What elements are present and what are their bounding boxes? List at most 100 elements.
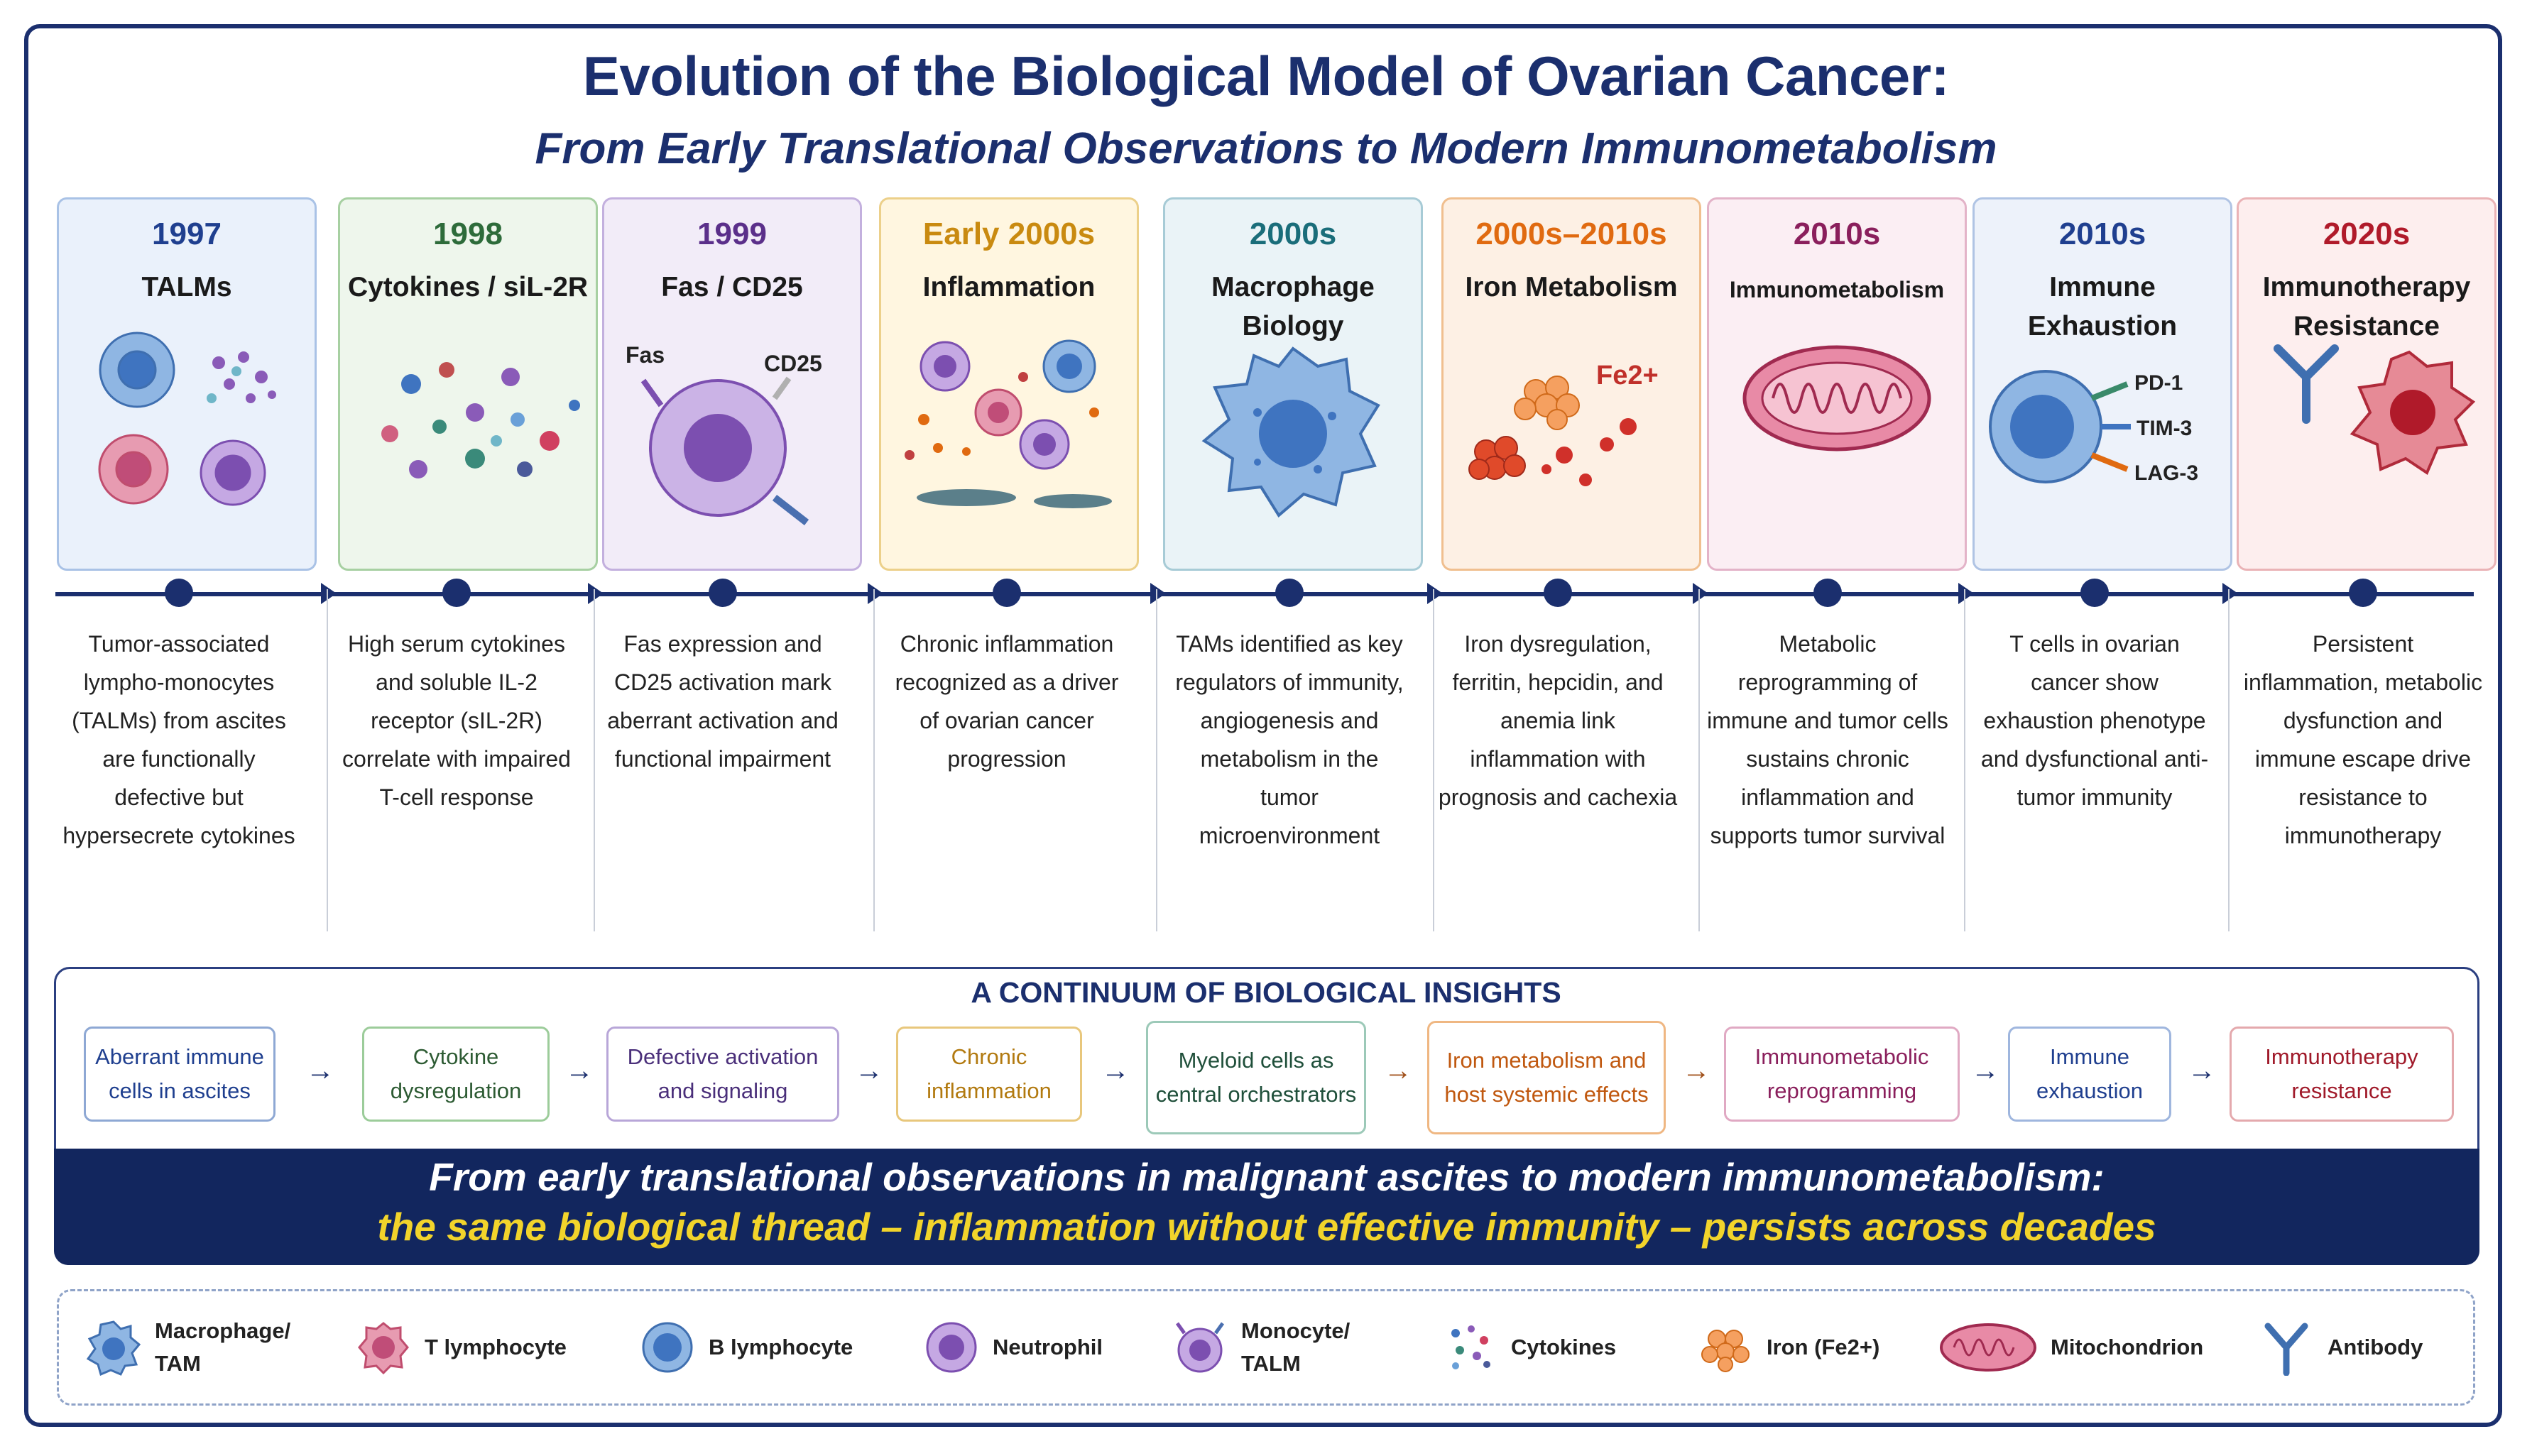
fas-label: Fas bbox=[626, 342, 665, 368]
legend-item: Monocyte/ TALM bbox=[1172, 1315, 1383, 1380]
neutrophil-icon bbox=[926, 1322, 977, 1373]
fas-cd25-cell-icon: Fas CD25 bbox=[626, 342, 822, 525]
mitochondrion-icon bbox=[1742, 345, 1931, 451]
continuum-arrow-icon: → bbox=[1971, 1055, 1999, 1086]
figure-subtitle: From Early Translational Observations to… bbox=[535, 124, 1997, 173]
figure-title: Evolution of the Biological Model of Ova… bbox=[582, 45, 1950, 107]
milestone-topic: Immunometabolism bbox=[1729, 277, 1945, 302]
timeline-dot bbox=[2349, 579, 2377, 607]
milestone-description: TAMs identified as key regulators of imm… bbox=[1175, 631, 1404, 848]
column-divider bbox=[1964, 589, 1965, 931]
milestone-description: T cells in ovarian cancer show exhaustio… bbox=[1980, 631, 2209, 810]
milestone-year: Early 2000s bbox=[922, 217, 1096, 251]
milestone-year: 2020s bbox=[2323, 217, 2411, 251]
milestone-topic: Macrophage Biology bbox=[1211, 272, 1375, 341]
milestone-description: Fas expression and CD25 activation mark … bbox=[607, 631, 839, 772]
legend-label: Neutrophil bbox=[993, 1335, 1103, 1359]
legend bbox=[57, 1289, 2475, 1406]
continuum-arrow-icon: → bbox=[1384, 1055, 1412, 1086]
milestone-card-early-2000s: Early 2000s Inflammation bbox=[879, 197, 1139, 571]
timeline-arrow-icon bbox=[588, 583, 604, 604]
continuum-step: Immunometabolic reprogramming bbox=[1724, 1027, 1960, 1122]
milestone-card-2010s-exhaustion: 2010s Immune Exhaustion PD-1 TIM-3 LAG-3 bbox=[1972, 197, 2232, 571]
monocyte-icon bbox=[1175, 1322, 1225, 1373]
legend-label: Antibody bbox=[2328, 1335, 2423, 1359]
milestone-description: Chronic inflammation recognized as a dri… bbox=[895, 631, 1119, 772]
continuum-step: Myeloid cells as central orchestrators bbox=[1146, 1021, 1366, 1134]
milestone-description: Tumor-associated lympho-monocytes (TALMs… bbox=[62, 631, 295, 848]
inflammation-cells-icon bbox=[905, 339, 1112, 508]
milestone-topic: Iron Metabolism bbox=[1465, 272, 1678, 302]
timeline-dot bbox=[1275, 579, 1304, 607]
legend-label: B lymphocyte bbox=[709, 1335, 853, 1359]
fe-label: Fe2+ bbox=[1596, 361, 1659, 390]
continuum-arrow-icon: → bbox=[2188, 1055, 2216, 1086]
continuum-step: Immunotherapy resistance bbox=[2230, 1027, 2454, 1122]
iron-icon: Fe2+ bbox=[1468, 361, 1659, 486]
milestone-card-2020s: 2020s Immunotherapy Resistance bbox=[2237, 197, 2496, 571]
column-divider bbox=[327, 589, 328, 931]
milestone-card-2000s-2010s: 2000s–2010s Iron Metabolism Fe2+ bbox=[1441, 197, 1701, 571]
legend-item: Macrophage/ TAM bbox=[85, 1315, 297, 1380]
timeline-arrow-icon bbox=[1958, 583, 1974, 604]
legend-item: Antibody bbox=[2258, 1315, 2423, 1380]
macrophage-icon bbox=[86, 1320, 141, 1376]
column-divider bbox=[594, 589, 595, 931]
milestone-card-1997: 1997 TALMs bbox=[57, 197, 317, 571]
exhausted-t-cell-icon: PD-1 TIM-3 LAG-3 bbox=[1989, 370, 2198, 485]
macrophage-icon bbox=[1201, 346, 1380, 518]
legend-item: Neutrophil bbox=[923, 1315, 1103, 1380]
timeline-arrow-icon bbox=[321, 583, 337, 604]
milestone-card-1998: 1998 Cytokines / siL-2R bbox=[338, 197, 598, 571]
milestone-year: 2010s bbox=[1793, 217, 1881, 251]
legend-item: T lymphocyte bbox=[355, 1315, 567, 1380]
timeline-dot bbox=[1544, 579, 1572, 607]
continuum-title: A CONTINUUM OF BIOLOGICAL INSIGHTS bbox=[971, 976, 1561, 1009]
milestone-topic: Inflammation bbox=[922, 272, 1096, 302]
milestone-year: 1998 bbox=[433, 217, 503, 251]
milestone-topic: TALMs bbox=[141, 272, 232, 302]
milestone-topic: Cytokines / siL-2R bbox=[347, 272, 589, 302]
pd1-label: PD-1 bbox=[2134, 371, 2183, 395]
iron-icon bbox=[1701, 1330, 1750, 1372]
column-divider bbox=[1156, 589, 1157, 931]
timeline-arrow-icon bbox=[868, 583, 883, 604]
milestone-card-2000s: 2000s Macrophage Biology bbox=[1163, 197, 1423, 571]
milestone-description: Metabolic reprogramming of immune and tu… bbox=[1707, 631, 1948, 848]
talm-cells-icon bbox=[98, 332, 276, 506]
timeline-axis bbox=[55, 592, 2474, 596]
milestone-year: 1997 bbox=[152, 217, 222, 251]
legend-label: Mitochondrion bbox=[2051, 1335, 2204, 1359]
milestone-description: Iron dysregulation, ferritin, hepcidin, … bbox=[1438, 631, 1678, 810]
milestone-description: High serum cytokines and soluble IL-2 re… bbox=[342, 631, 571, 810]
continuum-step: Cytokine dysregulation bbox=[362, 1027, 550, 1122]
mitochondrion-icon bbox=[1940, 1323, 2036, 1372]
milestone-card-1999: 1999 Fas / CD25 Fas CD25 bbox=[602, 197, 862, 571]
legend-label: Macrophage/ TAM bbox=[155, 1318, 291, 1376]
continuum-step: Chronic inflammation bbox=[896, 1027, 1082, 1122]
continuum-arrow-icon: → bbox=[1101, 1055, 1130, 1086]
milestone-description: Persistent inflammation, metabolic dysfu… bbox=[2243, 631, 2483, 848]
cytokines-icon bbox=[381, 362, 580, 478]
legend-label: Cytokines bbox=[1511, 1335, 1617, 1359]
milestone-topic: Immunotherapy Resistance bbox=[2262, 272, 2471, 341]
continuum-arrow-icon: → bbox=[1682, 1055, 1710, 1086]
legend-item: Iron (Fe2+) bbox=[1697, 1315, 1879, 1380]
milestone-topic: Immune Exhaustion bbox=[2027, 272, 2178, 341]
continuum-arrow-icon: → bbox=[306, 1055, 334, 1086]
timeline-dot bbox=[993, 579, 1021, 607]
milestone-topic: Fas / CD25 bbox=[661, 272, 803, 302]
milestone-year: 1999 bbox=[697, 217, 767, 251]
timeline-arrow-icon bbox=[1150, 583, 1166, 604]
antibody-icon bbox=[2264, 1323, 2308, 1376]
timeline-dot bbox=[442, 579, 471, 607]
legend-item: Mitochondrion bbox=[1938, 1315, 2203, 1380]
column-divider bbox=[2228, 589, 2230, 931]
legend-label: Monocyte/ TALM bbox=[1241, 1318, 1350, 1376]
legend-item: B lymphocyte bbox=[639, 1315, 853, 1380]
lag3-label: LAG-3 bbox=[2134, 461, 2198, 485]
b-lymphocyte-icon bbox=[642, 1322, 693, 1373]
column-divider bbox=[1698, 589, 1700, 931]
timeline-dot bbox=[1813, 579, 1842, 607]
tim3-label: TIM-3 bbox=[2137, 417, 2192, 440]
